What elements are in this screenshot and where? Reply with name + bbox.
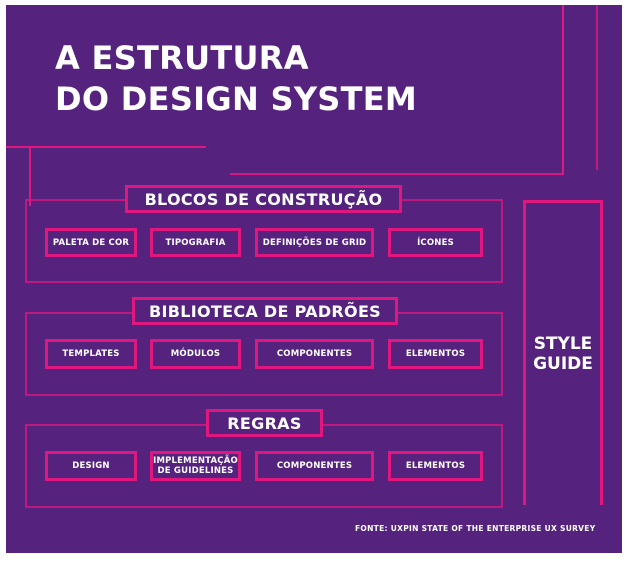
- frame-line-left-vertical: [29, 146, 31, 206]
- style-guide-label: STYLE GUIDE: [533, 334, 593, 374]
- cell-componentes: COMPONENTES: [255, 339, 374, 369]
- cell-design: DESIGN: [45, 451, 137, 481]
- section-label-regras: REGRAS: [206, 409, 323, 437]
- frame-line-far-right-vertical: [596, 5, 598, 170]
- cell-elementos: ELEMENTOS: [388, 451, 483, 481]
- cell-componentes: COMPONENTES: [255, 451, 374, 481]
- section-label-biblioteca: BIBLIOTECA DE PADRÕES: [132, 297, 398, 325]
- style-guide-box: STYLE GUIDE: [523, 200, 603, 505]
- cell-icones: ÍCONES: [388, 228, 483, 257]
- cell-modulos: MÓDULOS: [150, 339, 241, 369]
- source-caption: FONTE: UXPIN STATE OF THE ENTERPRISE UX …: [355, 524, 596, 533]
- cell-implementacao-de-guidelines: IMPLEMENTAÇÃO DE GUIDELINES: [150, 451, 241, 481]
- page-title: A ESTRUTURA DO DESIGN SYSTEM: [55, 39, 418, 118]
- section-label-blocos: BLOCOS DE CONSTRUÇÃO: [125, 185, 402, 213]
- frame-line-header-bottom: [230, 173, 564, 175]
- cell-tipografia: TIPOGRAFIA: [150, 228, 241, 257]
- frame-line-left-horizontal: [6, 146, 206, 148]
- cell-elementos: ELEMENTOS: [388, 339, 483, 369]
- diagram-background: [6, 5, 622, 553]
- frame-line-top-right-vertical: [562, 5, 564, 175]
- cell-paleta-de-cor: PALETA DE COR: [45, 228, 137, 257]
- cell-templates: TEMPLATES: [45, 339, 137, 369]
- cell-definicoes-de-grid: DEFINIÇÕES DE GRID: [255, 228, 374, 257]
